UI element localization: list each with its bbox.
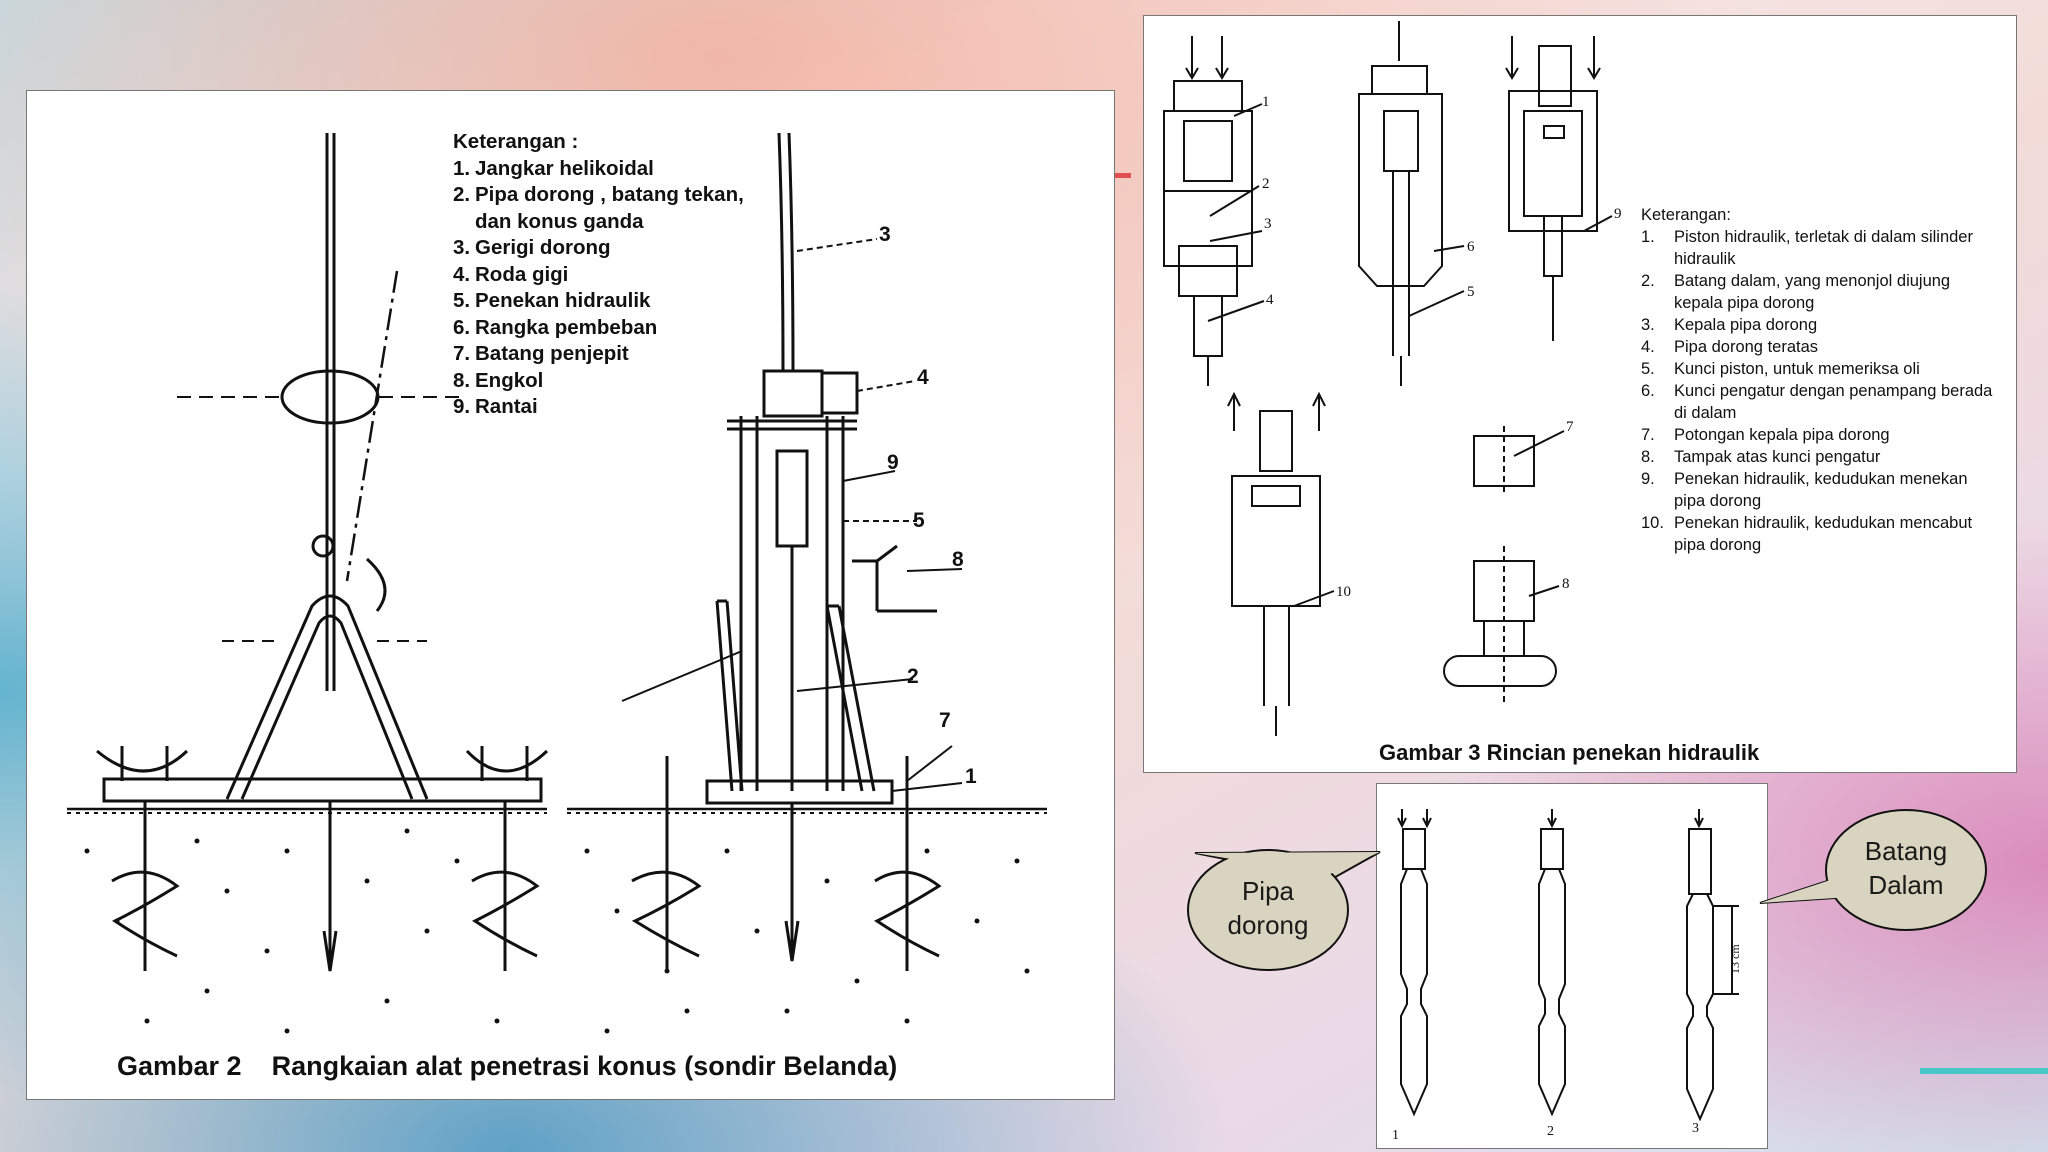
rod-label-1: 1: [1392, 1128, 1399, 1143]
figure-2-caption: Gambar 2 Rangkaian alat penetrasi konus …: [117, 1051, 898, 1081]
accent-red-bar: [1115, 173, 1131, 178]
legend-item: 1.Piston hidraulik, terletak di dalam si…: [1641, 228, 1973, 268]
legend-item: 6.Rangka pembeban: [453, 315, 658, 339]
svg-text:2: 2: [1262, 176, 1270, 192]
callout-9: 9: [887, 451, 899, 474]
ground-line: [67, 807, 1047, 814]
legend-item: 6.Kunci pengatur dengan penampang berada…: [1641, 382, 1993, 422]
svg-text:7: 7: [1566, 419, 1574, 435]
callout-7: 7: [939, 709, 951, 732]
legend-item: 8.Engkol: [453, 368, 544, 392]
legend-item: 4.Roda gigi: [453, 262, 569, 286]
svg-text:8: 8: [1562, 576, 1570, 592]
figure-2-panel: 3 4 9 5 8 2 7 1 Keterangan : 1.Jangkar h…: [26, 90, 1115, 1100]
legend-item-continuation: dan konus ganda: [475, 209, 644, 233]
figure-3-callouts: 1 2 3 4 5 6 7 8 9 10: [1262, 94, 1622, 600]
push-rod-2: [1538, 809, 1566, 1117]
legend-item: 2.Batang dalam, yang menonjol diujung ke…: [1641, 272, 1951, 312]
legend-item: 9.Rantai: [453, 395, 538, 418]
callout-4: 4: [917, 366, 929, 389]
legend-item: 5.Penekan hidraulik: [453, 289, 651, 312]
legend-item: 8.Tampak atas kunci pengatur: [1641, 448, 1881, 466]
legend-item: 7.Batang penjepit: [453, 342, 629, 365]
push-rod-drawing: 1 2 3 13 cm: [1392, 809, 1742, 1143]
push-rod-figure-panel: 1 2 3 13 cm: [1376, 783, 1768, 1149]
bubble-batang-dalam-shape: [1825, 809, 1987, 931]
legend-item: 2.Pipa dorong , batang tekan,: [453, 183, 744, 206]
figure-3-legend: Keterangan: 1.Piston hidraulik, terletak…: [1641, 204, 1996, 556]
svg-text:1: 1: [1262, 94, 1270, 110]
legend-item: 7.Potongan kepala pipa dorong: [1641, 426, 1890, 444]
figure-3-caption: Gambar 3 Rincian penekan hidraulik: [1379, 740, 1760, 765]
accent-teal-bar: [1920, 1068, 2048, 1074]
soil-dots: [84, 828, 1030, 1034]
legend-item: 1.Jangkar helikoidal: [453, 156, 654, 180]
legend-item: 9.Penekan hidraulik, kedudukan menekan p…: [1641, 470, 1968, 510]
callout-2: 2: [907, 665, 919, 688]
legend-title: Keterangan :: [453, 130, 579, 153]
press-assembly-middle: [1358, 21, 1465, 386]
svg-text:3: 3: [1264, 216, 1272, 232]
callout-3: 3: [879, 223, 891, 246]
press-assembly-left: [1163, 36, 1265, 386]
figure-3-panel: 1 2 3 4 5 6 7 8 9 10 Keterangan: 1.Pisto…: [1143, 15, 2017, 773]
cone-penetration-rig-drawing: 3 4 9 5 8 2 7 1: [67, 132, 1047, 1034]
right-rig-leaders: [621, 238, 963, 792]
rod-label-2: 2: [1547, 1124, 1554, 1139]
right-rig: [631, 132, 942, 971]
hydraulic-press-detail-drawing: 1 2 3 4 5 6 7 8 9 10: [1163, 21, 1622, 736]
press-assembly-right: [1505, 36, 1613, 341]
legend-item: 5.Kunci piston, untuk memeriksa oli: [1641, 360, 1920, 378]
legend-item: 4.Pipa dorong teratas: [1641, 338, 1819, 356]
legend-item: 10.Penekan hidraulik, kedudukan mencabut…: [1641, 514, 1973, 554]
press-head-section: [1473, 426, 1565, 496]
bubble-pipa-dorong: Pipa dorong: [1227, 876, 1309, 940]
callout-1: 1: [965, 765, 977, 788]
regulator-lock-top-view: [1443, 546, 1560, 706]
svg-text:10: 10: [1336, 584, 1351, 600]
bubble-batang-dalam: Batang Dalam: [1864, 836, 1948, 900]
press-assembly-pull: [1227, 391, 1335, 736]
figure-2-legend: Keterangan : 1.Jangkar helikoidal 2.Pipa…: [453, 129, 744, 421]
svg-text:6: 6: [1467, 239, 1475, 255]
dimension-label: 13 cm: [1728, 944, 1742, 974]
bubble-pipa-dorong-shape: [1187, 849, 1349, 971]
callout-8: 8: [952, 548, 964, 571]
callout-5: 5: [913, 509, 925, 532]
right-rig-callouts: 3 4 9 5 8 2 7 1: [879, 223, 977, 788]
rod-label-3: 3: [1692, 1121, 1699, 1136]
legend-item: 3.Gerigi dorong: [453, 236, 611, 259]
push-rod-3: [1686, 809, 1739, 1122]
legend-item: 3.Kepala pipa dorong: [1641, 316, 1818, 334]
legend-title: Keterangan:: [1641, 206, 1731, 224]
left-rig: [96, 133, 549, 972]
svg-text:9: 9: [1614, 206, 1622, 222]
push-rod-1: [1397, 809, 1432, 1117]
svg-text:4: 4: [1266, 292, 1274, 308]
svg-text:5: 5: [1467, 284, 1475, 300]
